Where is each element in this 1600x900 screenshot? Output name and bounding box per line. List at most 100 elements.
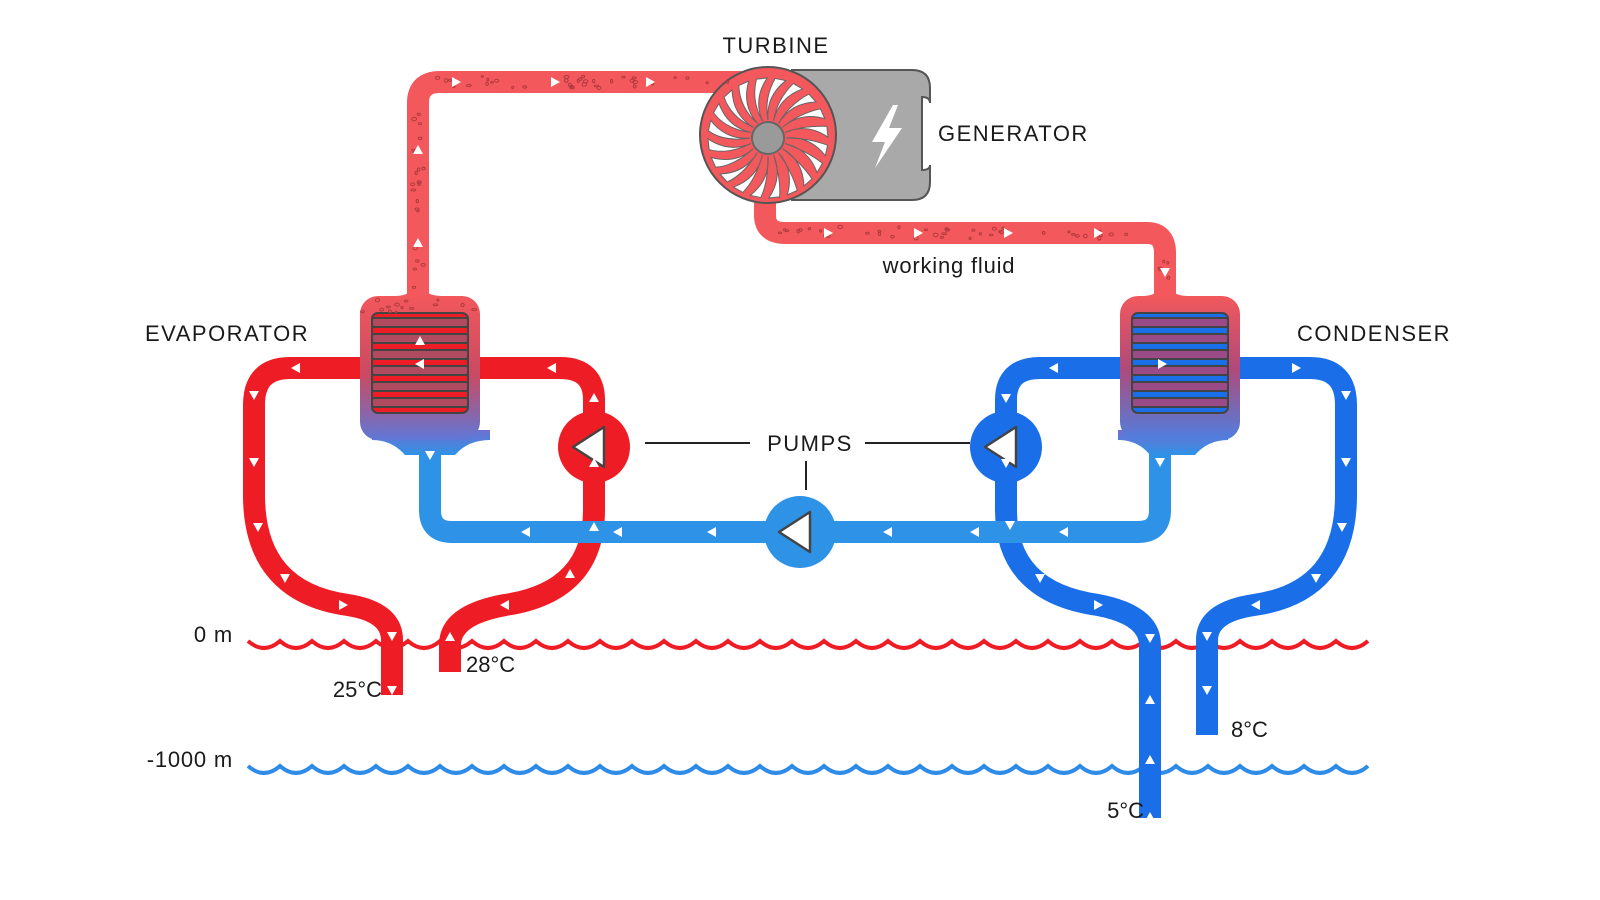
turbine-blade <box>778 93 818 124</box>
turbine-hub <box>751 121 785 155</box>
bubble <box>777 231 783 235</box>
flow-arrow <box>387 632 397 641</box>
turbine-blade <box>749 155 769 199</box>
bubble <box>409 307 415 310</box>
bubble <box>385 305 391 309</box>
turbine-blade <box>710 148 754 168</box>
bubble <box>490 81 494 84</box>
bubble <box>932 232 939 238</box>
bubble <box>685 76 690 80</box>
bubble <box>621 75 626 79</box>
turbine <box>699 66 837 204</box>
flow-arrow <box>1341 391 1351 400</box>
flow-arrow <box>970 527 979 537</box>
bubble <box>485 81 489 86</box>
heat-exchanger-coil <box>1131 317 1229 328</box>
bubble <box>564 78 569 83</box>
flow-arrow <box>500 600 509 610</box>
bubble <box>466 83 472 88</box>
bubble <box>968 236 972 241</box>
turbine-blade <box>738 80 758 124</box>
bubble <box>1108 232 1115 237</box>
bubble <box>1162 259 1166 264</box>
bubble <box>1075 234 1080 238</box>
flow-arrow <box>413 145 423 154</box>
bubble <box>511 85 515 90</box>
condenser-label: CONDENSER <box>1297 321 1451 346</box>
flow-arrow <box>339 600 348 610</box>
bubble <box>632 84 637 89</box>
generator-label: GENERATOR <box>938 121 1089 146</box>
bubble <box>411 285 417 289</box>
bubble <box>725 80 730 84</box>
heat-exchanger-coil <box>371 317 469 328</box>
flow-arrow <box>1160 268 1170 277</box>
bubble <box>471 308 478 312</box>
bubble <box>569 85 575 90</box>
heat-exchanger-coil <box>1131 349 1229 360</box>
warm-intake-temp: 28°C <box>466 652 515 677</box>
bubble <box>582 79 589 84</box>
bubble <box>578 77 583 81</box>
turbine-blade <box>707 119 751 140</box>
turbine-label: TURBINE <box>722 33 829 58</box>
bubble <box>1166 275 1171 280</box>
pumps-callout-lines <box>645 442 970 490</box>
bubble <box>417 122 423 126</box>
warm-return-temp: 25°C <box>333 677 382 702</box>
flow-arrow <box>1202 686 1212 695</box>
bubble <box>436 298 440 302</box>
bubble <box>410 182 416 187</box>
heat-exchanger-coil <box>371 381 469 392</box>
bubble <box>435 75 441 80</box>
turbine-rotor-icon <box>707 77 829 199</box>
turbine-blade <box>712 102 751 133</box>
evaporator-label: EVAPORATOR <box>145 321 309 346</box>
turbine-blade <box>766 77 787 121</box>
bubble <box>877 232 882 236</box>
bubble <box>673 76 677 79</box>
bubble <box>1124 232 1129 236</box>
bubble <box>1041 231 1046 235</box>
pump-triangle-icon <box>777 510 812 554</box>
bubble <box>374 298 381 303</box>
flow-arrow <box>280 574 290 583</box>
flow-arrow <box>1059 527 1068 537</box>
flow-arrow <box>415 336 425 345</box>
bubble <box>999 230 1004 235</box>
bubble <box>563 75 570 79</box>
bubble <box>705 81 709 85</box>
working-fluid-pump <box>764 496 836 568</box>
bubble <box>592 78 596 84</box>
bubble <box>443 78 449 83</box>
bubble <box>414 207 420 211</box>
flow-arrow <box>914 228 923 238</box>
bubble <box>416 112 421 117</box>
deep-water-line <box>246 763 1370 775</box>
flow-arrow <box>1145 634 1155 643</box>
flow-arrow <box>707 527 716 537</box>
cold-return-temp: 8°C <box>1231 717 1268 742</box>
bubble <box>414 170 418 176</box>
flow-arrow <box>1004 228 1013 238</box>
bubble <box>432 303 439 307</box>
working-fluid-loop <box>395 71 1188 296</box>
flow-arrow <box>1049 363 1058 373</box>
flow-arrow <box>1341 458 1351 467</box>
bubble <box>360 310 365 314</box>
lightning-bolt-icon <box>872 105 902 168</box>
bubble <box>410 188 417 192</box>
bubble <box>415 198 419 204</box>
flow-direction-arrows <box>249 77 1351 821</box>
bubble <box>923 228 928 231</box>
bubble <box>581 74 585 79</box>
bubble <box>416 180 422 185</box>
bubble <box>941 232 948 236</box>
heat-exchanger-coil <box>371 397 469 408</box>
bubble <box>420 263 426 267</box>
flow-arrow <box>1311 574 1321 583</box>
turbine-blade <box>778 152 798 196</box>
flow-arrow <box>1145 812 1155 821</box>
bubble <box>1083 233 1088 239</box>
